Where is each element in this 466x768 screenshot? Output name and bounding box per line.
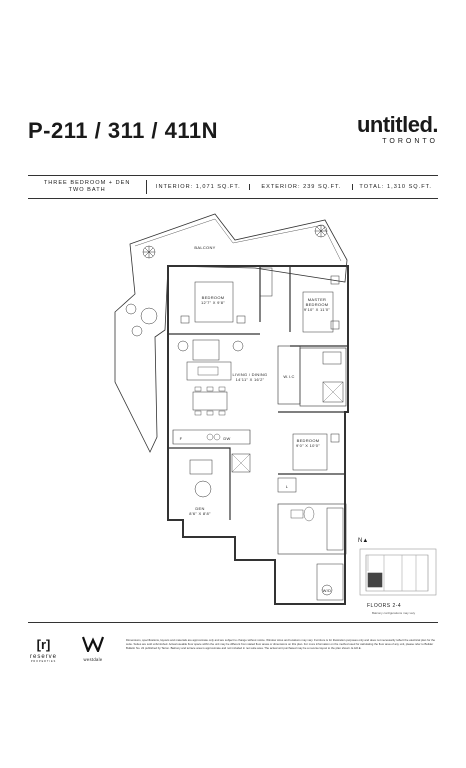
balcony-inner-line (134, 218, 342, 262)
westdale-name: westdale (83, 657, 103, 662)
balcony-label: BALCONY (194, 245, 215, 250)
laundry-shower (316, 563, 344, 601)
wd-label: W/D (323, 588, 332, 593)
den-dim: 8'6" X 8'8" (189, 511, 211, 516)
dishwasher-label: DW (223, 436, 230, 441)
den-walls (168, 447, 231, 520)
sofa (186, 361, 232, 381)
dining-table (192, 391, 228, 411)
bedroom-dim: 12'7" X 9'8" (201, 300, 225, 305)
kitchen-counter (172, 429, 251, 445)
legal-disclaimer: Dimensions, specifications, layouts and … (126, 638, 436, 651)
westdale-logo: westdale (81, 636, 105, 662)
main-bath (277, 503, 347, 555)
reserve-name: reserve (30, 654, 58, 660)
bathtub (326, 507, 344, 551)
master-bedroom-label: BEDROOM (306, 302, 329, 307)
suite-type-line1: THREE BEDROOM + DEN (43, 180, 131, 186)
brand-city: TORONTO (382, 138, 438, 145)
north-indicator: N▲ (358, 538, 369, 544)
bedroom2-bed (292, 433, 328, 471)
suite-type-line2: TWO BATH (68, 187, 106, 193)
planter-left (142, 245, 156, 259)
suite-type: THREE BEDROOM + DEN TWO BATH (28, 180, 148, 194)
footer-divider (28, 622, 438, 623)
bedroom2-label: BEDROOM (297, 438, 320, 443)
living-label: LIVING / DINING (233, 372, 268, 377)
fridge-label: F (180, 436, 183, 441)
floor-plan: BALCONY BEDROOM 12'7" X 9'8" MASTER BEDR… (114, 213, 349, 605)
reserve-mark: [r] (36, 637, 51, 652)
bedroom2-dim: 9'0" X 10'0" (296, 443, 320, 448)
balcony-chair-1 (125, 303, 137, 315)
armchair-1 (177, 340, 189, 352)
brand-name: untitled. (356, 112, 439, 137)
wic-label: W.I.C (283, 374, 294, 379)
reserve-logo: [r] reserve PROPERTIES (30, 637, 57, 663)
den-ottoman (194, 480, 212, 498)
master-bed (302, 291, 334, 333)
walk-in-closet (277, 345, 301, 405)
linen-closet (277, 477, 297, 493)
bedroom-closet (259, 267, 273, 297)
armchair-2 (232, 340, 244, 352)
master-label: MASTER (308, 297, 326, 302)
key-plan (359, 548, 437, 596)
brand-logo: untitled. TORONTO (356, 112, 439, 146)
interior-area: INTERIOR: 1,071 SQ.FT. (147, 184, 251, 190)
master-dim: 9'10" X 11'0" (304, 307, 330, 312)
den-label: DEN (195, 506, 204, 511)
key-plan-unit-highlight (367, 572, 383, 588)
unit-title: P-211 / 311 / 411N (28, 118, 219, 143)
balcony-note: Balcony configurations may vary (372, 611, 416, 615)
washer-dryer (231, 453, 251, 473)
balcony-table (140, 307, 158, 325)
ensuite-shower (322, 381, 344, 403)
bedroom-label: BEDROOM (202, 295, 225, 300)
bedroom-bed (194, 281, 234, 323)
tv-unit (192, 339, 220, 361)
balcony-outline (114, 213, 348, 453)
bedroom2-walls (278, 411, 348, 475)
planter-right (314, 224, 328, 238)
linen-label: L (286, 484, 289, 489)
living-dim: 14'11" X 16'2" (236, 377, 265, 382)
exterior-area: EXTERIOR: 239 SQ.FT. (250, 184, 354, 190)
den-sofa (189, 459, 213, 475)
floors-label: FLOORS 2-4 (367, 603, 402, 609)
reserve-sub: PROPERTIES (30, 660, 57, 663)
spec-bar: THREE BEDROOM + DEN TWO BATH INTERIOR: 1… (28, 175, 438, 199)
westdale-mark-icon (81, 636, 105, 654)
total-area: TOTAL: 1,310 SQ.FT. (359, 184, 432, 190)
balcony-chair-2 (131, 325, 143, 337)
